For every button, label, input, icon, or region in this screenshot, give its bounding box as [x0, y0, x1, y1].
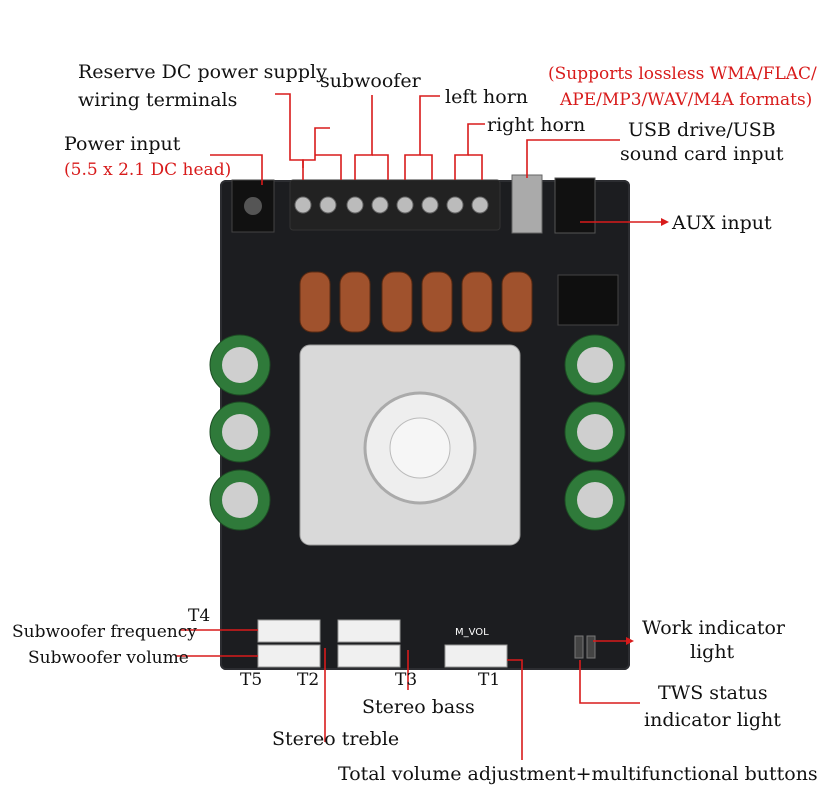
label-usb-2: sound card input	[620, 143, 784, 165]
label-formats-2: APE/MP3/WAV/M4A formats)	[560, 90, 813, 110]
label-total-volume: Total volume adjustment+multifunctional …	[338, 763, 818, 785]
label-stereo-bass: Stereo bass	[362, 696, 475, 718]
connector-t4: T4	[188, 606, 211, 626]
label-sub-vol: Subwoofer volume	[28, 648, 189, 668]
label-tws-2: indicator light	[644, 709, 781, 731]
label-formats-1: (Supports lossless WMA/FLAC/	[548, 64, 817, 84]
label-reserve-dc-2: wiring terminals	[78, 89, 238, 111]
indicator-leds	[574, 635, 596, 659]
label-work-2: light	[690, 641, 735, 663]
terminal-block	[289, 179, 501, 231]
label-tws-1: TWS status	[658, 682, 768, 704]
terminal-screws	[294, 196, 489, 214]
label-left-horn: left horn	[445, 86, 529, 108]
decoder-chip	[557, 274, 619, 326]
label-right-horn: right horn	[487, 114, 586, 136]
label-work-1: Work indicator	[642, 617, 785, 639]
callout-arrows	[626, 218, 669, 645]
label-power-input: Power input	[64, 133, 181, 155]
connectors	[257, 619, 508, 668]
label-subwoofer: subwoofer	[320, 70, 421, 92]
connector-t2: T2	[297, 670, 320, 690]
label-usb-1: USB drive/USB	[628, 119, 776, 141]
connector-t3: T3	[395, 670, 418, 690]
board-mvol: M_VOL	[455, 627, 489, 638]
label-power-head: (5.5 x 2.1 DC head)	[64, 160, 232, 180]
connector-t5: T5	[240, 670, 263, 690]
callout-lines	[176, 93, 665, 760]
inductors	[299, 271, 533, 333]
label-sub-freq: Subwoofer frequency	[12, 622, 197, 642]
board-drawing	[176, 93, 669, 760]
label-aux: AUX input	[672, 212, 772, 234]
label-reserve-dc-1: Reserve DC power supply	[78, 61, 327, 83]
usb-port	[511, 174, 543, 234]
label-stereo-treble: Stereo treble	[272, 728, 400, 750]
connector-t1: T1	[478, 670, 501, 690]
aux-jack	[554, 177, 596, 234]
